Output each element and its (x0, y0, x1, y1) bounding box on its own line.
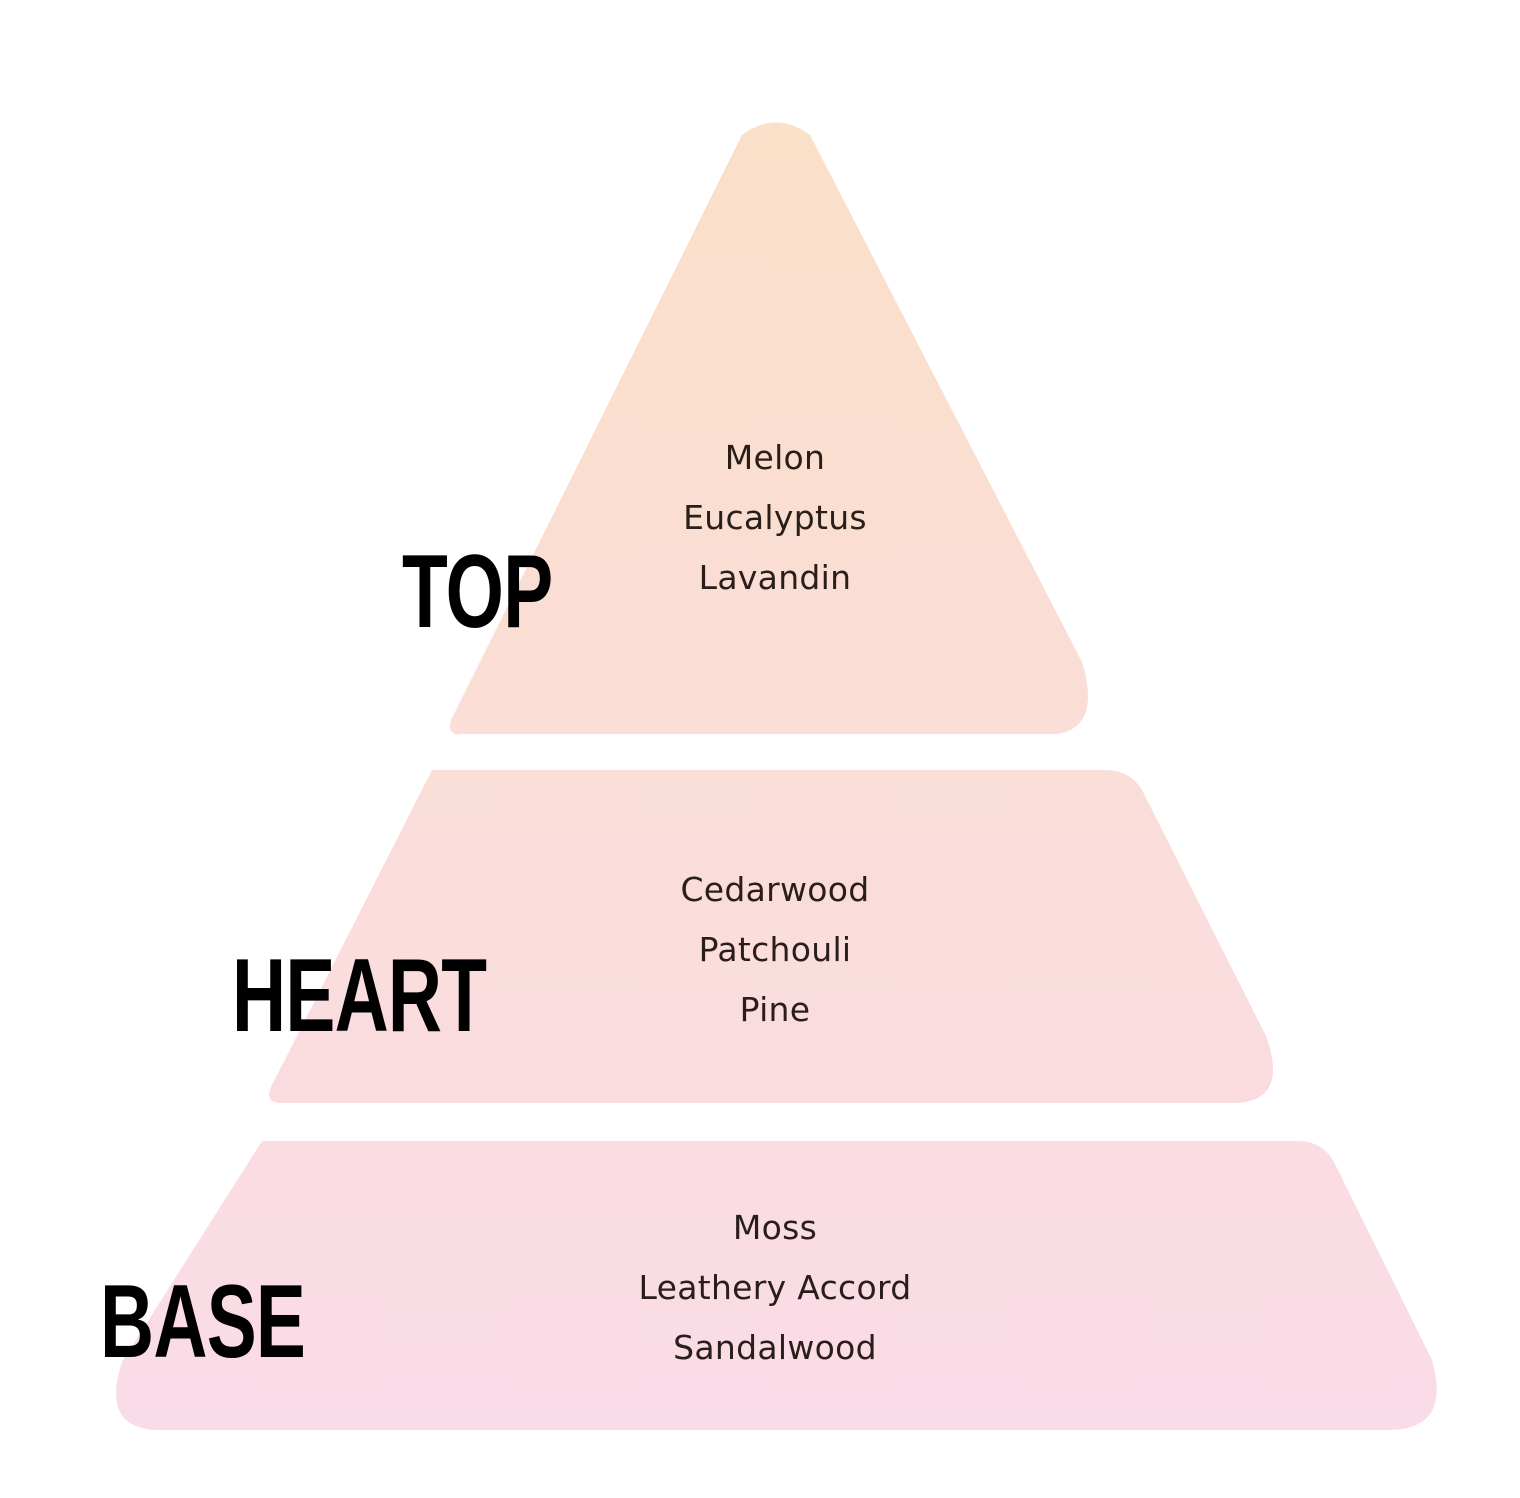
note-item: Cedarwood (680, 870, 870, 909)
note-item: Melon (724, 438, 826, 477)
tier-label-base: BASE (100, 1264, 306, 1380)
note-item: Leathery Accord (638, 1268, 912, 1307)
tier-label-top: TOP (402, 534, 553, 650)
heart-notes-list: Cedarwood Patchouli Pine (575, 860, 975, 1040)
top-notes-list: Melon Eucalyptus Lavandin (575, 428, 975, 608)
note-item: Eucalyptus (683, 498, 867, 537)
base-notes-list: Moss Leathery Accord Sandalwood (575, 1198, 975, 1378)
note-item: Sandalwood (673, 1328, 877, 1367)
pyramid-tier-base (116, 1141, 1437, 1430)
pyramid-tier-heart (269, 770, 1274, 1103)
note-item: Lavandin (698, 558, 852, 597)
pyramid-tier-top (449, 122, 1088, 735)
note-item: Pine (739, 990, 811, 1029)
tier-gap-top (444, 734, 1124, 770)
tier-gap-base (263, 1104, 1303, 1141)
note-item: Moss (732, 1208, 818, 1247)
tier-label-heart: HEART (232, 938, 487, 1054)
note-item: Patchouli (698, 930, 852, 969)
